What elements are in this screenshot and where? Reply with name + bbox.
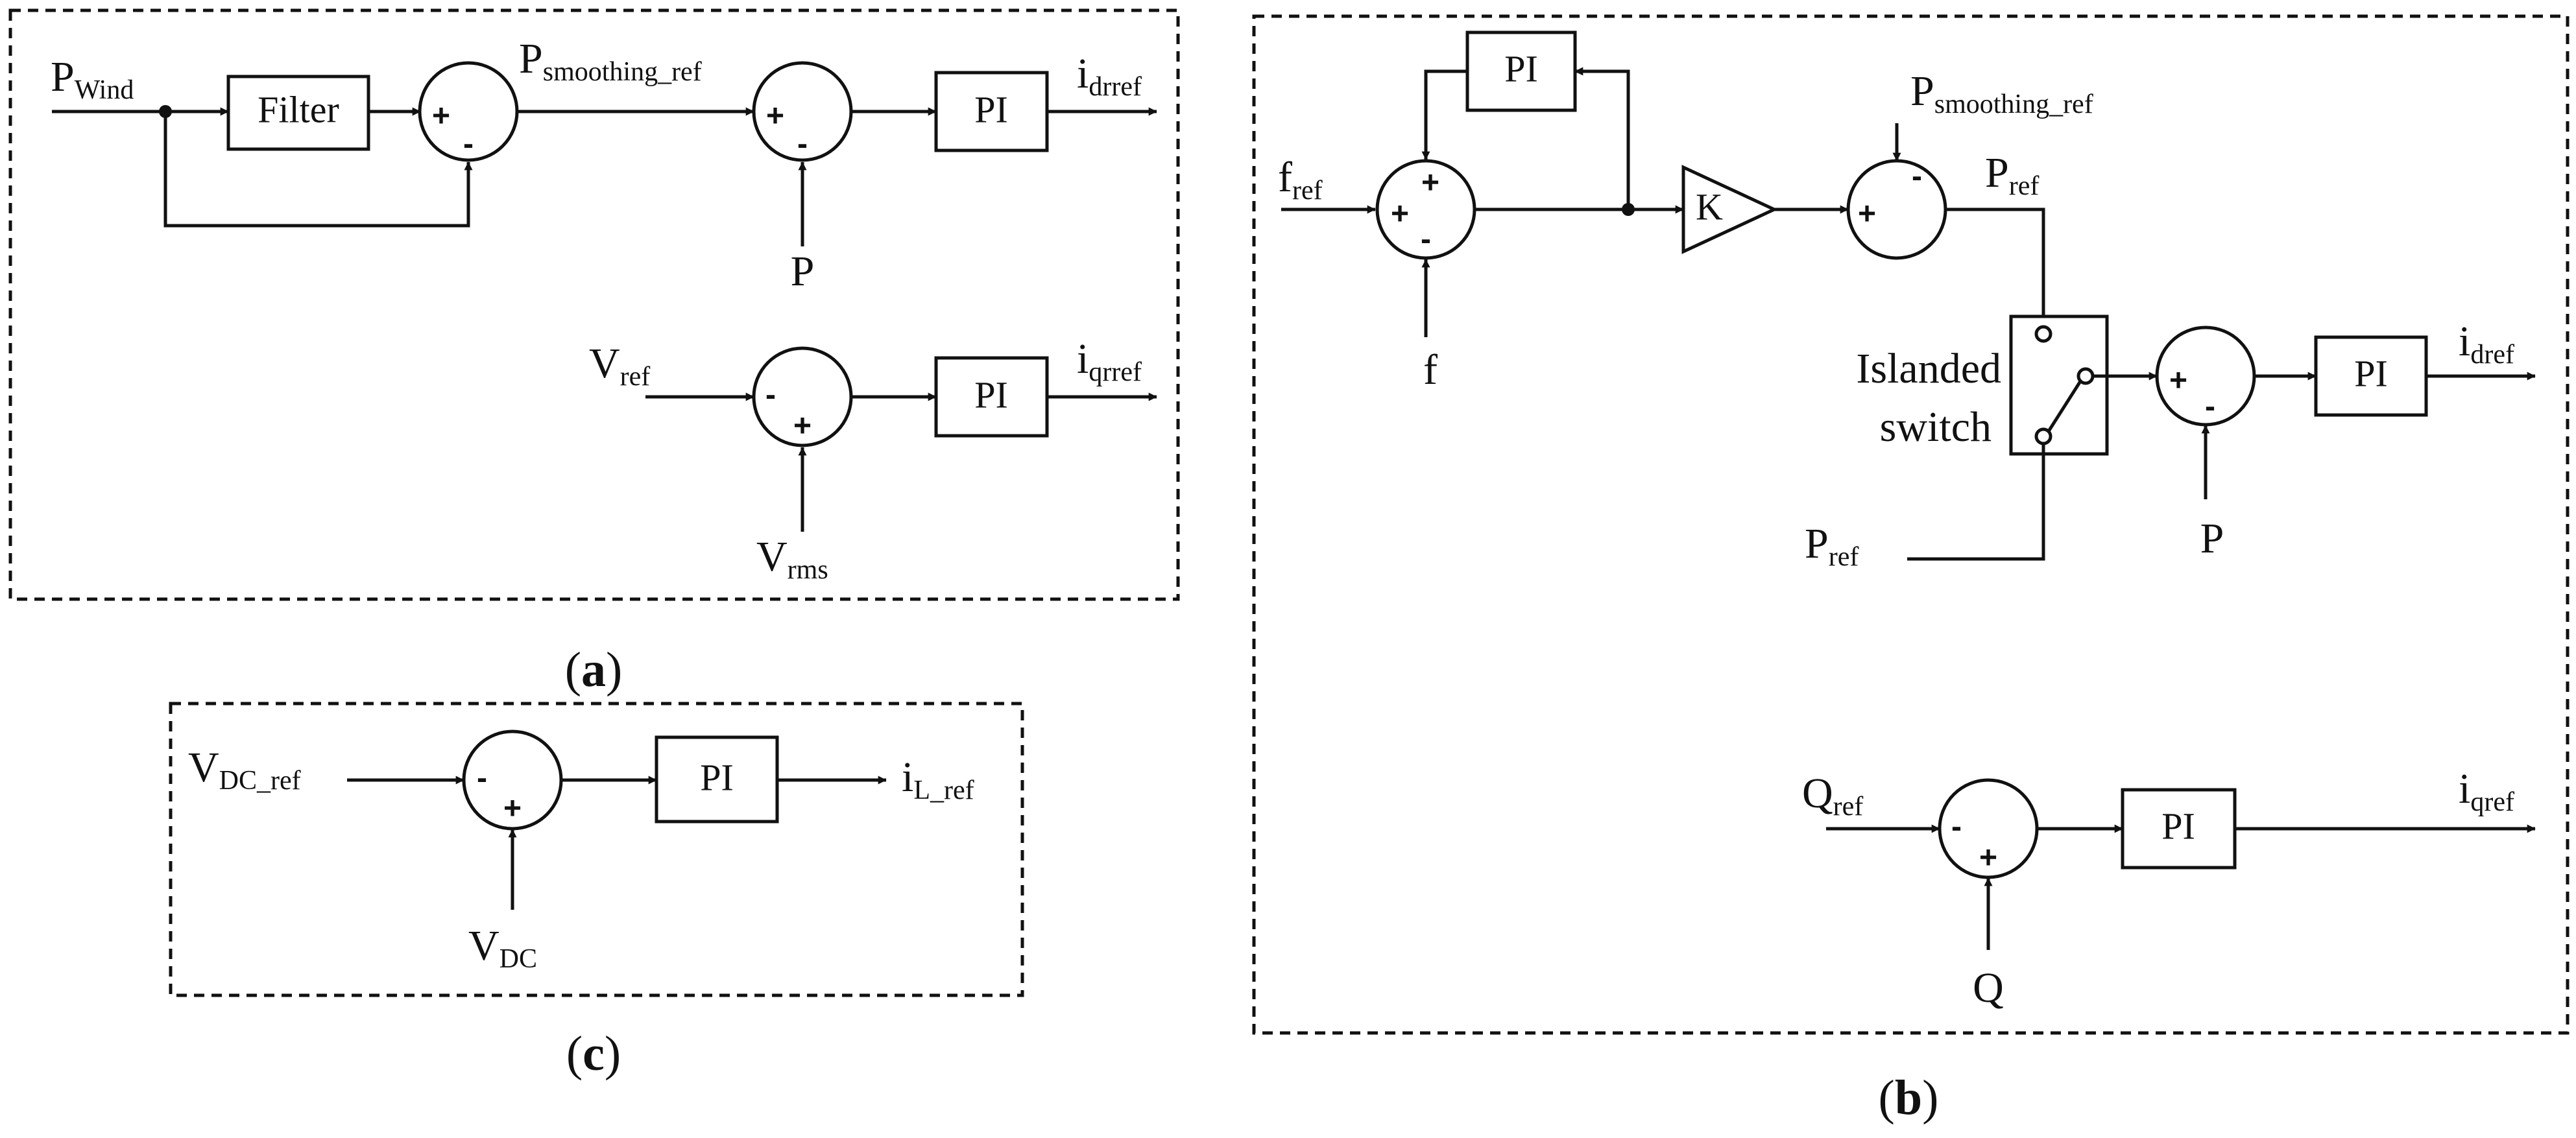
switch-blade [2047,380,2082,433]
p-smoothing-ref-label: Psmoothing_ref [519,35,702,87]
f-label: f [1423,346,1438,394]
pi-block [2121,788,2237,870]
pi-label: PI [974,373,1008,416]
sign-plus: + [432,99,450,134]
sign-plus: + [503,792,522,826]
summing-junction [752,346,853,447]
sign-plus: + [1421,166,1439,200]
sign-plus: + [1979,841,1997,875]
sign-minus: - [765,378,776,412]
caption-b: (b) [1879,1071,1939,1125]
i-dref-label: idref [2459,318,2514,370]
islanded-switch-label-line2: switch [1880,403,1992,451]
filter-block [226,75,370,151]
v-dc-ref-label: VDC_ref [188,744,301,796]
panel-c: - + PI VDC_ref iL_ref VDC [169,702,1024,997]
sign-minus: - [463,127,474,161]
wire-pref-to-switch [1945,207,2045,326]
panel-a-border [8,8,1180,601]
pi-block [934,71,1049,152]
pi-block [1465,30,1577,112]
switch-terminal-bottom [2034,427,2052,445]
switch-terminal-top [2034,325,2052,343]
summing-junction [1375,159,1476,260]
pi-block [2314,335,2428,417]
sign-minus: - [797,127,808,161]
p-label: P [2200,515,2224,562]
panel-b: PI K PI PI + + - + - + - - + fref f Psmo… [1252,14,2570,1035]
sign-plus: + [2169,364,2187,398]
pi-label: PI [1504,47,1538,89]
pi-label: PI [2161,805,2195,847]
sign-minus: - [477,761,487,796]
i-qrref-label: iqrref [1077,335,1142,387]
p-wind-label: PWind [51,53,134,105]
v-dc-label: VDC [468,922,537,974]
sign-minus: - [2205,390,2215,424]
summing-junction [1938,778,2039,879]
wire-pi-to-sumf [1421,69,1467,160]
filter-label: Filter [258,88,339,130]
junction-dot [1622,203,1635,216]
panel-a: Filter PI PI + - + - - + PWind Psmoothin… [8,8,1180,601]
pi-block [934,356,1049,438]
pi-label: PI [700,756,734,798]
wire-pref-bottom-to-switch [1907,444,2045,561]
q-ref-label: Qref [1802,770,1863,822]
panel-a-wires [52,105,1157,532]
summing-junction [462,729,563,831]
caption-c: (c) [566,1026,621,1081]
sign-minus: - [1912,160,1922,194]
p-label: P [791,248,815,295]
sign-minus: - [1951,810,1962,844]
sign-minus: - [1421,222,1431,257]
i-drref-label: idrref [1077,50,1142,102]
pi-label: PI [974,88,1008,130]
sign-plus: + [766,99,784,134]
junction-dot [159,105,172,118]
summing-junction [1846,159,1947,260]
pi-label: PI [2354,352,2388,394]
v-ref-label: Vref [589,340,650,392]
gain-label: K [1696,185,1723,228]
pi-block [655,735,779,824]
sign-plus: + [1858,197,1876,231]
panel-c-border [169,702,1024,997]
islanded-switch-label-line1: Islanded [1856,345,2001,392]
summing-junction [418,61,519,162]
p-ref-label: Pref [1985,149,2039,201]
summing-junction [2155,326,2256,427]
sign-plus: + [793,409,812,444]
panel-b-border [1252,14,2570,1035]
wire-feedforward-loop [163,112,473,228]
f-ref-label: fref [1278,154,1323,206]
p-ref-bottom-label: Pref [1805,520,1859,572]
wire-loop-to-pi [1574,67,1630,209]
summing-junction [752,61,853,162]
i-l-ref-label: iL_ref [902,753,974,805]
q-label: Q [1973,964,2004,1012]
sign-plus: + [1391,197,1409,231]
i-qref-label: iqref [2459,765,2514,817]
caption-a: (a) [565,643,623,697]
switch-terminal-output [2076,367,2095,385]
islanded-switch[interactable] [2009,314,2109,456]
p-smoothing-ref-label: Psmoothing_ref [1910,67,2093,119]
gain-block [1681,165,1778,254]
v-rms-label: Vrms [756,533,828,585]
